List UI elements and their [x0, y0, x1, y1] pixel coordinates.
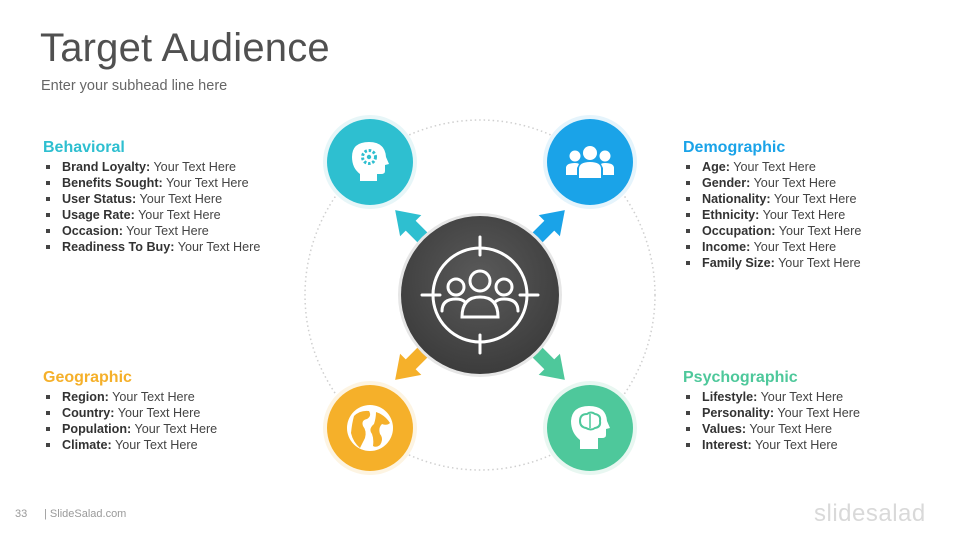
item-value: Your Text Here [751, 438, 838, 452]
list-item: Climate: Your Text Here [43, 437, 217, 453]
item-label: Readiness To Buy: [62, 240, 175, 254]
list-item: Personality: Your Text Here [683, 405, 860, 421]
list-item: Income: Your Text Here [683, 239, 861, 255]
list-item: Nationality: Your Text Here [683, 191, 861, 207]
globe-icon [347, 405, 393, 451]
list-item: Family Size: Your Text Here [683, 255, 861, 271]
geographic-title: Geographic [43, 369, 132, 386]
audience-target-icon [420, 235, 540, 355]
item-label: Occupation: [702, 224, 776, 238]
list-item: Population: Your Text Here [43, 421, 217, 437]
list-item: Benefits Sought: Your Text Here [43, 175, 260, 191]
demographic-node [543, 115, 637, 209]
item-label: Nationality: [702, 192, 771, 206]
item-value: Your Text Here [136, 192, 223, 206]
item-value: Your Text Here [122, 224, 209, 238]
item-label: Personality: [702, 406, 775, 420]
page-number: 33 [15, 508, 28, 520]
item-value: Your Text Here [774, 256, 861, 270]
slidesalad-logo: slidesalad [814, 500, 926, 527]
center-hub [398, 213, 562, 377]
item-label: Occasion: [62, 224, 123, 238]
slide-title: Target Audience [40, 26, 330, 70]
item-value: Your Text Here [770, 192, 857, 206]
footer-brand: | SlideSalad.com [44, 508, 127, 520]
item-label: Interest: [702, 438, 752, 452]
item-value: Your Text Here [730, 160, 816, 174]
head-brain-icon [571, 406, 610, 449]
behavioral-title: Behavioral [43, 139, 125, 156]
item-label: Income: [702, 240, 751, 254]
item-label: Country: [62, 406, 115, 420]
item-value: Your Text Here [134, 208, 221, 222]
item-label: Population: [62, 422, 132, 436]
behavioral-section: Behavioral Brand Loyalty: Your Text Here… [43, 139, 260, 255]
orbit-ring [304, 119, 656, 471]
item-value: Your Text Here [114, 406, 201, 420]
item-value: Your Text Here [111, 438, 198, 452]
geographic-node [323, 381, 417, 475]
psychographic-title: Psychographic [683, 369, 798, 386]
item-label: Region: [62, 390, 109, 404]
list-item: Ethnicity: Your Text Here [683, 207, 861, 223]
item-value: Your Text Here [757, 390, 844, 404]
list-item: User Status: Your Text Here [43, 191, 260, 207]
item-value: Your Text Here [750, 176, 837, 190]
item-label: Lifestyle: [702, 390, 758, 404]
item-label: Family Size: [702, 256, 775, 270]
list-item: Usage Rate: Your Text Here [43, 207, 260, 223]
item-label: Gender: [702, 176, 751, 190]
item-value: Your Text Here [162, 176, 249, 190]
list-item: Gender: Your Text Here [683, 175, 861, 191]
list-item: Region: Your Text Here [43, 389, 217, 405]
item-value: Your Text Here [150, 160, 237, 174]
list-item: Interest: Your Text Here [683, 437, 860, 453]
slide-subtitle: Enter your subhead line here [41, 78, 228, 94]
list-item: Brand Loyalty: Your Text Here [43, 159, 260, 175]
item-value: Your Text Here [759, 208, 846, 222]
item-value: Your Text Here [775, 224, 862, 238]
list-item: Values: Your Text Here [683, 421, 860, 437]
item-value: Your Text Here [750, 240, 837, 254]
item-label: User Status: [62, 192, 137, 206]
list-item: Occasion: Your Text Here [43, 223, 260, 239]
item-value: Your Text Here [131, 422, 218, 436]
list-item: Age: Your Text Here [683, 159, 861, 175]
item-label: Values: [702, 422, 747, 436]
item-label: Climate: [62, 438, 112, 452]
item-label: Ethnicity: [702, 208, 760, 222]
item-label: Benefits Sought: [62, 176, 163, 190]
behavioral-node [323, 115, 417, 209]
item-label: Age: [702, 160, 730, 174]
item-value: Your Text Here [108, 390, 195, 404]
psychographic-node [543, 381, 637, 475]
list-item: Readiness To Buy: Your Text Here [43, 239, 260, 255]
demographic-title: Demographic [683, 139, 786, 156]
item-label: Brand Loyalty: [62, 160, 151, 174]
audience-diagram [304, 115, 656, 475]
item-value: Your Text Here [774, 406, 860, 420]
item-value: Your Text Here [746, 422, 832, 436]
list-item: Occupation: Your Text Here [683, 223, 861, 239]
head-gear-icon [352, 142, 389, 181]
list-item: Country: Your Text Here [43, 405, 217, 421]
item-value: Your Text Here [174, 240, 261, 254]
group-icon [566, 146, 614, 178]
item-label: Usage Rate: [62, 208, 135, 222]
list-item: Lifestyle: Your Text Here [683, 389, 860, 405]
